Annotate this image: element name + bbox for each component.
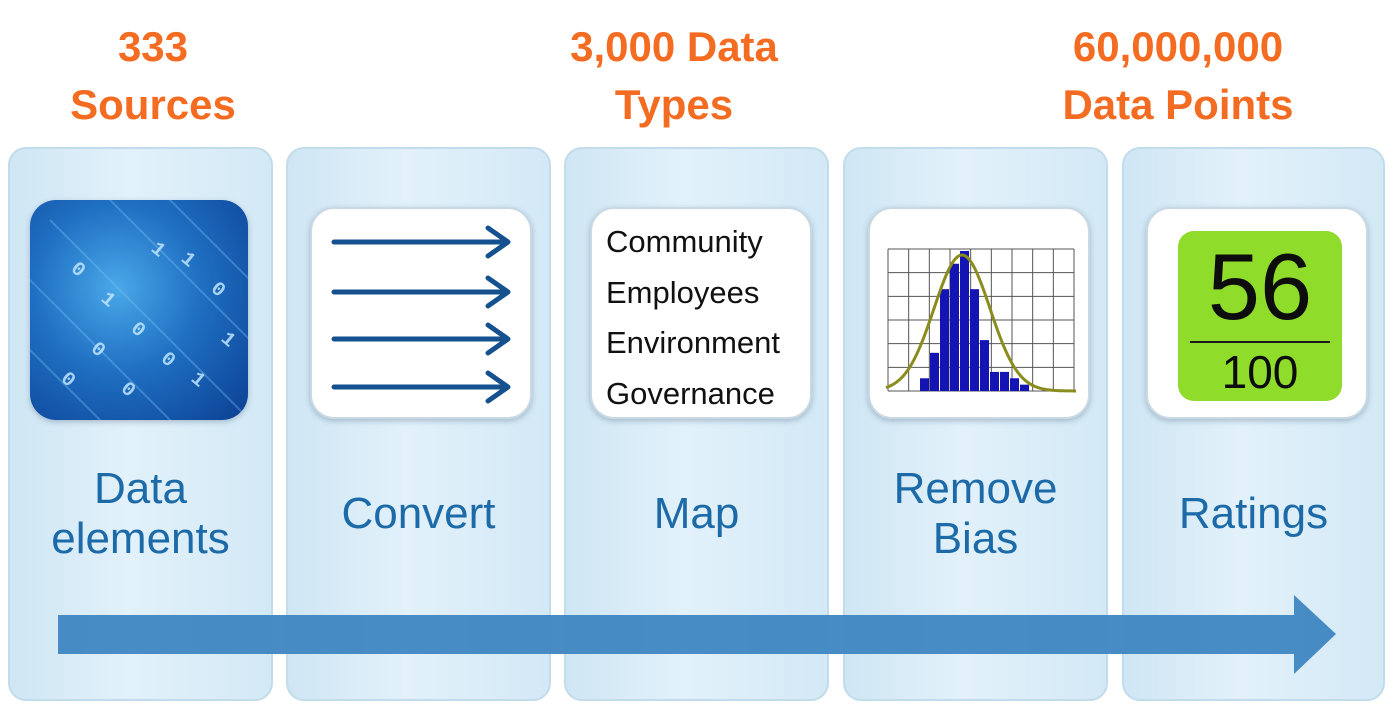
- histogram-bar: [980, 340, 989, 391]
- convert-arrow: [331, 322, 511, 356]
- histogram-bar: [960, 251, 969, 391]
- rating-tile: 56 100: [1146, 207, 1368, 419]
- arrows-icon: [331, 225, 511, 404]
- convert-arrow: [331, 275, 511, 309]
- binary-digit: 1: [216, 328, 240, 353]
- headline-data-points-text: Data Points: [1062, 81, 1294, 128]
- stage-label-remove-bias-line1: Remove: [893, 464, 1058, 513]
- binary-digit: 0: [116, 378, 140, 403]
- headline-data-points-number: 60,000,000: [1072, 23, 1284, 70]
- stage-label-data-elements-line1: Data: [94, 464, 187, 513]
- histogram-curve-icon: [885, 248, 1076, 393]
- histogram-tile: [868, 207, 1090, 419]
- headline-data-types-line1: 3,000 Data: [570, 23, 778, 70]
- rating-max: 100: [1221, 346, 1299, 398]
- stage-label-remove-bias-line2: Bias: [932, 514, 1019, 563]
- process-flow-arrow: [58, 595, 1336, 674]
- histogram-bar: [990, 371, 999, 391]
- histogram-bar: [1020, 384, 1029, 391]
- binary-digit: 0: [56, 368, 80, 393]
- headline-sources-text: Sources: [70, 81, 236, 128]
- binary-digit: 0: [66, 258, 90, 283]
- histogram-bar: [930, 352, 939, 391]
- category-environment: Environment: [606, 325, 781, 360]
- category-list: Community Employees Environment Governan…: [590, 207, 812, 419]
- binary-digit: 1: [96, 288, 120, 313]
- rating-badge: 56 100: [1178, 231, 1342, 401]
- stage-label-map-text: Map: [653, 489, 740, 538]
- histogram-bar: [940, 289, 949, 391]
- stage-label-remove-bias: Remove Bias: [843, 464, 1108, 564]
- stage-label-data-elements: Data elements: [8, 464, 273, 564]
- stage-label-ratings-text: Ratings: [1178, 489, 1329, 538]
- binary-digit: 1: [146, 238, 170, 263]
- category-community: Community: [606, 224, 763, 259]
- rating-divider: [1190, 341, 1330, 343]
- stage-label-convert-text: Convert: [341, 489, 496, 538]
- category-list-text: Community Employees Environment Governan…: [606, 217, 780, 419]
- histogram-bar: [950, 263, 959, 391]
- binary-digit: 1: [186, 368, 210, 393]
- stage-label-ratings: Ratings: [1122, 489, 1385, 539]
- headline-data-types: 3,000 Data Types: [524, 18, 824, 134]
- convert-arrow: [331, 370, 511, 404]
- stage-label-convert: Convert: [286, 489, 551, 539]
- histogram-bar: [1000, 371, 1009, 391]
- binary-digit: 0: [126, 318, 150, 343]
- convert-arrow: [331, 225, 511, 259]
- stage-label-data-elements-line2: elements: [51, 514, 230, 563]
- histogram-bar: [1010, 378, 1019, 391]
- bias-curve: [885, 253, 1076, 393]
- category-employees: Employees: [606, 274, 760, 310]
- rating-score: 56: [1207, 234, 1313, 339]
- stage-label-map: Map: [564, 489, 829, 539]
- histogram-bar: [920, 378, 929, 391]
- histogram-bar: [970, 289, 979, 391]
- headline-sources: 333 Sources: [20, 18, 286, 134]
- headline-data-types-line2: Types: [614, 81, 734, 128]
- binary-digit: 0: [86, 338, 110, 363]
- binary-digit: 0: [156, 348, 180, 373]
- headline-sources-number: 333: [117, 23, 189, 70]
- category-governance: Governance: [606, 375, 775, 411]
- headline-data-points: 60,000,000 Data Points: [1020, 18, 1336, 134]
- convert-tile: [310, 207, 532, 419]
